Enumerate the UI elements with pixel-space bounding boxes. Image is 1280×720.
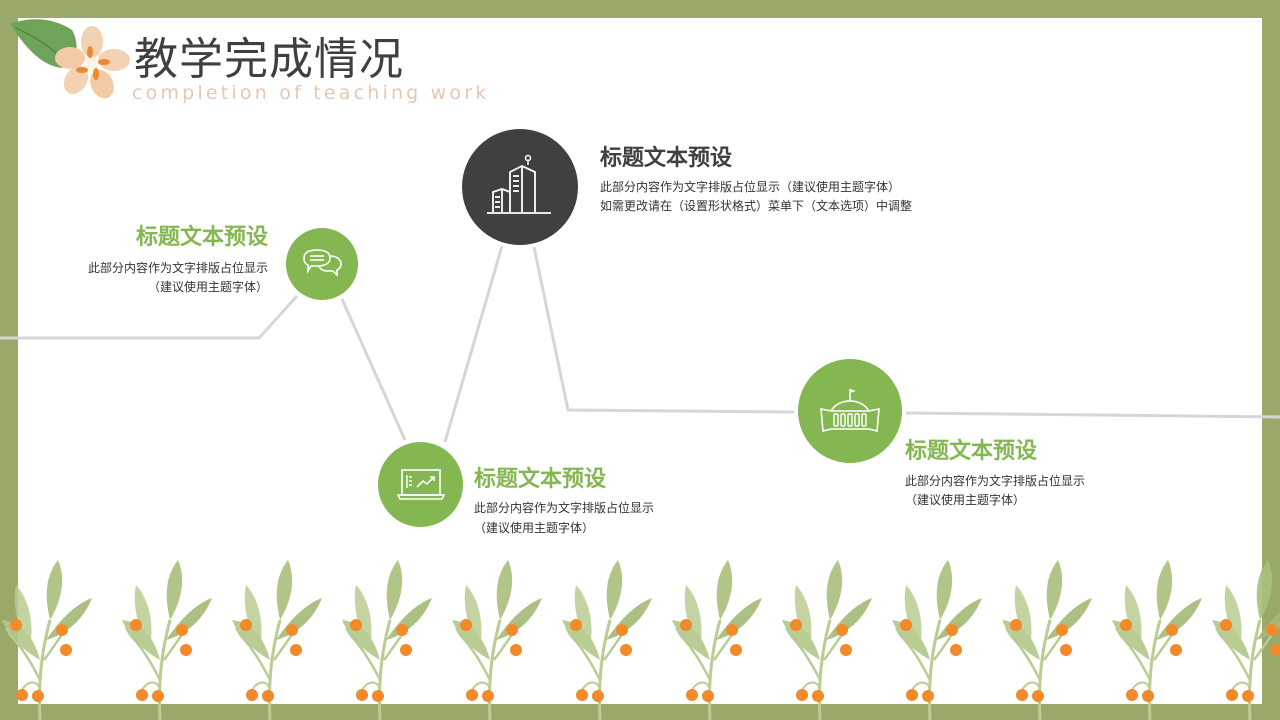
item-3-text-line-2: （建议使用主题字体） (474, 521, 595, 535)
speech-bubbles-icon (303, 249, 342, 277)
buildings-circle (462, 129, 578, 245)
foliage-berries-decoration-icon (0, 558, 1280, 720)
item-4-text-line-1: 此部分内容作为文字排版占位显示 (905, 474, 1086, 488)
item-1-heading: 标题文本预设 (135, 225, 268, 250)
item-1-text-line-2: （建议使用主题字体） (147, 280, 268, 294)
page-subtitle: completion of teaching work (132, 82, 490, 104)
laptop-chart-circle (378, 442, 463, 527)
speech-bubbles-circle (286, 228, 358, 300)
laptop-chart-icon (396, 468, 445, 500)
item-3-heading: 标题文本预设 (474, 467, 607, 492)
page-title: 教学完成情况 (134, 34, 404, 85)
bottom-frame-bar (0, 704, 1280, 720)
government-building-circle (798, 359, 902, 463)
item-2-text-line-2: 如需更改请在（设置形状格式）菜单下（文本选项）中调整 (600, 199, 913, 213)
item-1-text-line-1: 此部分内容作为文字排版占位显示 (87, 261, 268, 275)
item-4-heading: 标题文本预设 (905, 439, 1038, 464)
item-4-text-line-2: （建议使用主题字体） (905, 493, 1026, 507)
item-2-heading: 标题文本预设 (600, 146, 733, 171)
item-2-text-line-1: 此部分内容作为文字排版占位显示（建议使用主题字体） (600, 180, 901, 194)
government-building-icon (820, 389, 880, 433)
flower-decoration-icon (10, 19, 130, 99)
item-3-text-line-1: 此部分内容作为文字排版占位显示 (474, 501, 655, 515)
buildings-icon (487, 154, 551, 214)
